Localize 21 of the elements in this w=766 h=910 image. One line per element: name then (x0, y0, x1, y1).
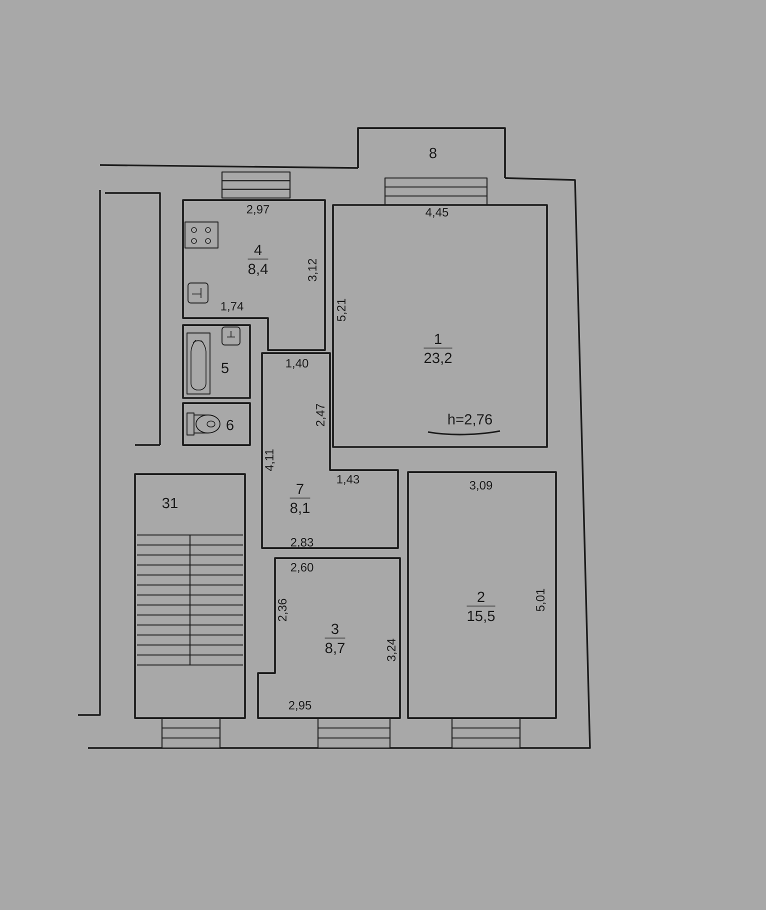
room: 6 (182, 402, 251, 446)
dimension-label: 2,60 (290, 563, 314, 573)
dimension-label: 2,83 (290, 538, 314, 548)
dimension-label: 1,74 (221, 302, 244, 312)
dimension-label: 5,21 (337, 298, 347, 322)
dimension-label: 2,95 (288, 701, 312, 711)
dimension-label: 1,43 (337, 475, 360, 485)
room: 8 (357, 127, 506, 178)
dimension-label: 5,01 (536, 588, 546, 612)
dimension-label: 3,12 (308, 258, 318, 282)
dimension-label: 2,97 (246, 205, 270, 215)
room: 31 (134, 473, 246, 719)
ceiling-height-label: h=2,76 (428, 414, 500, 436)
dimension-label: 2,47 (316, 404, 326, 426)
dimension-label: 4,45 (426, 208, 448, 218)
dimension-label: 4,11 (265, 449, 275, 471)
room: 5 (182, 324, 251, 399)
dimension-label: 1,40 (286, 359, 308, 369)
dimension-label: 3,09 (470, 481, 492, 491)
dimension-label: 2,36 (278, 598, 288, 622)
dimension-label: 3,24 (387, 638, 397, 662)
